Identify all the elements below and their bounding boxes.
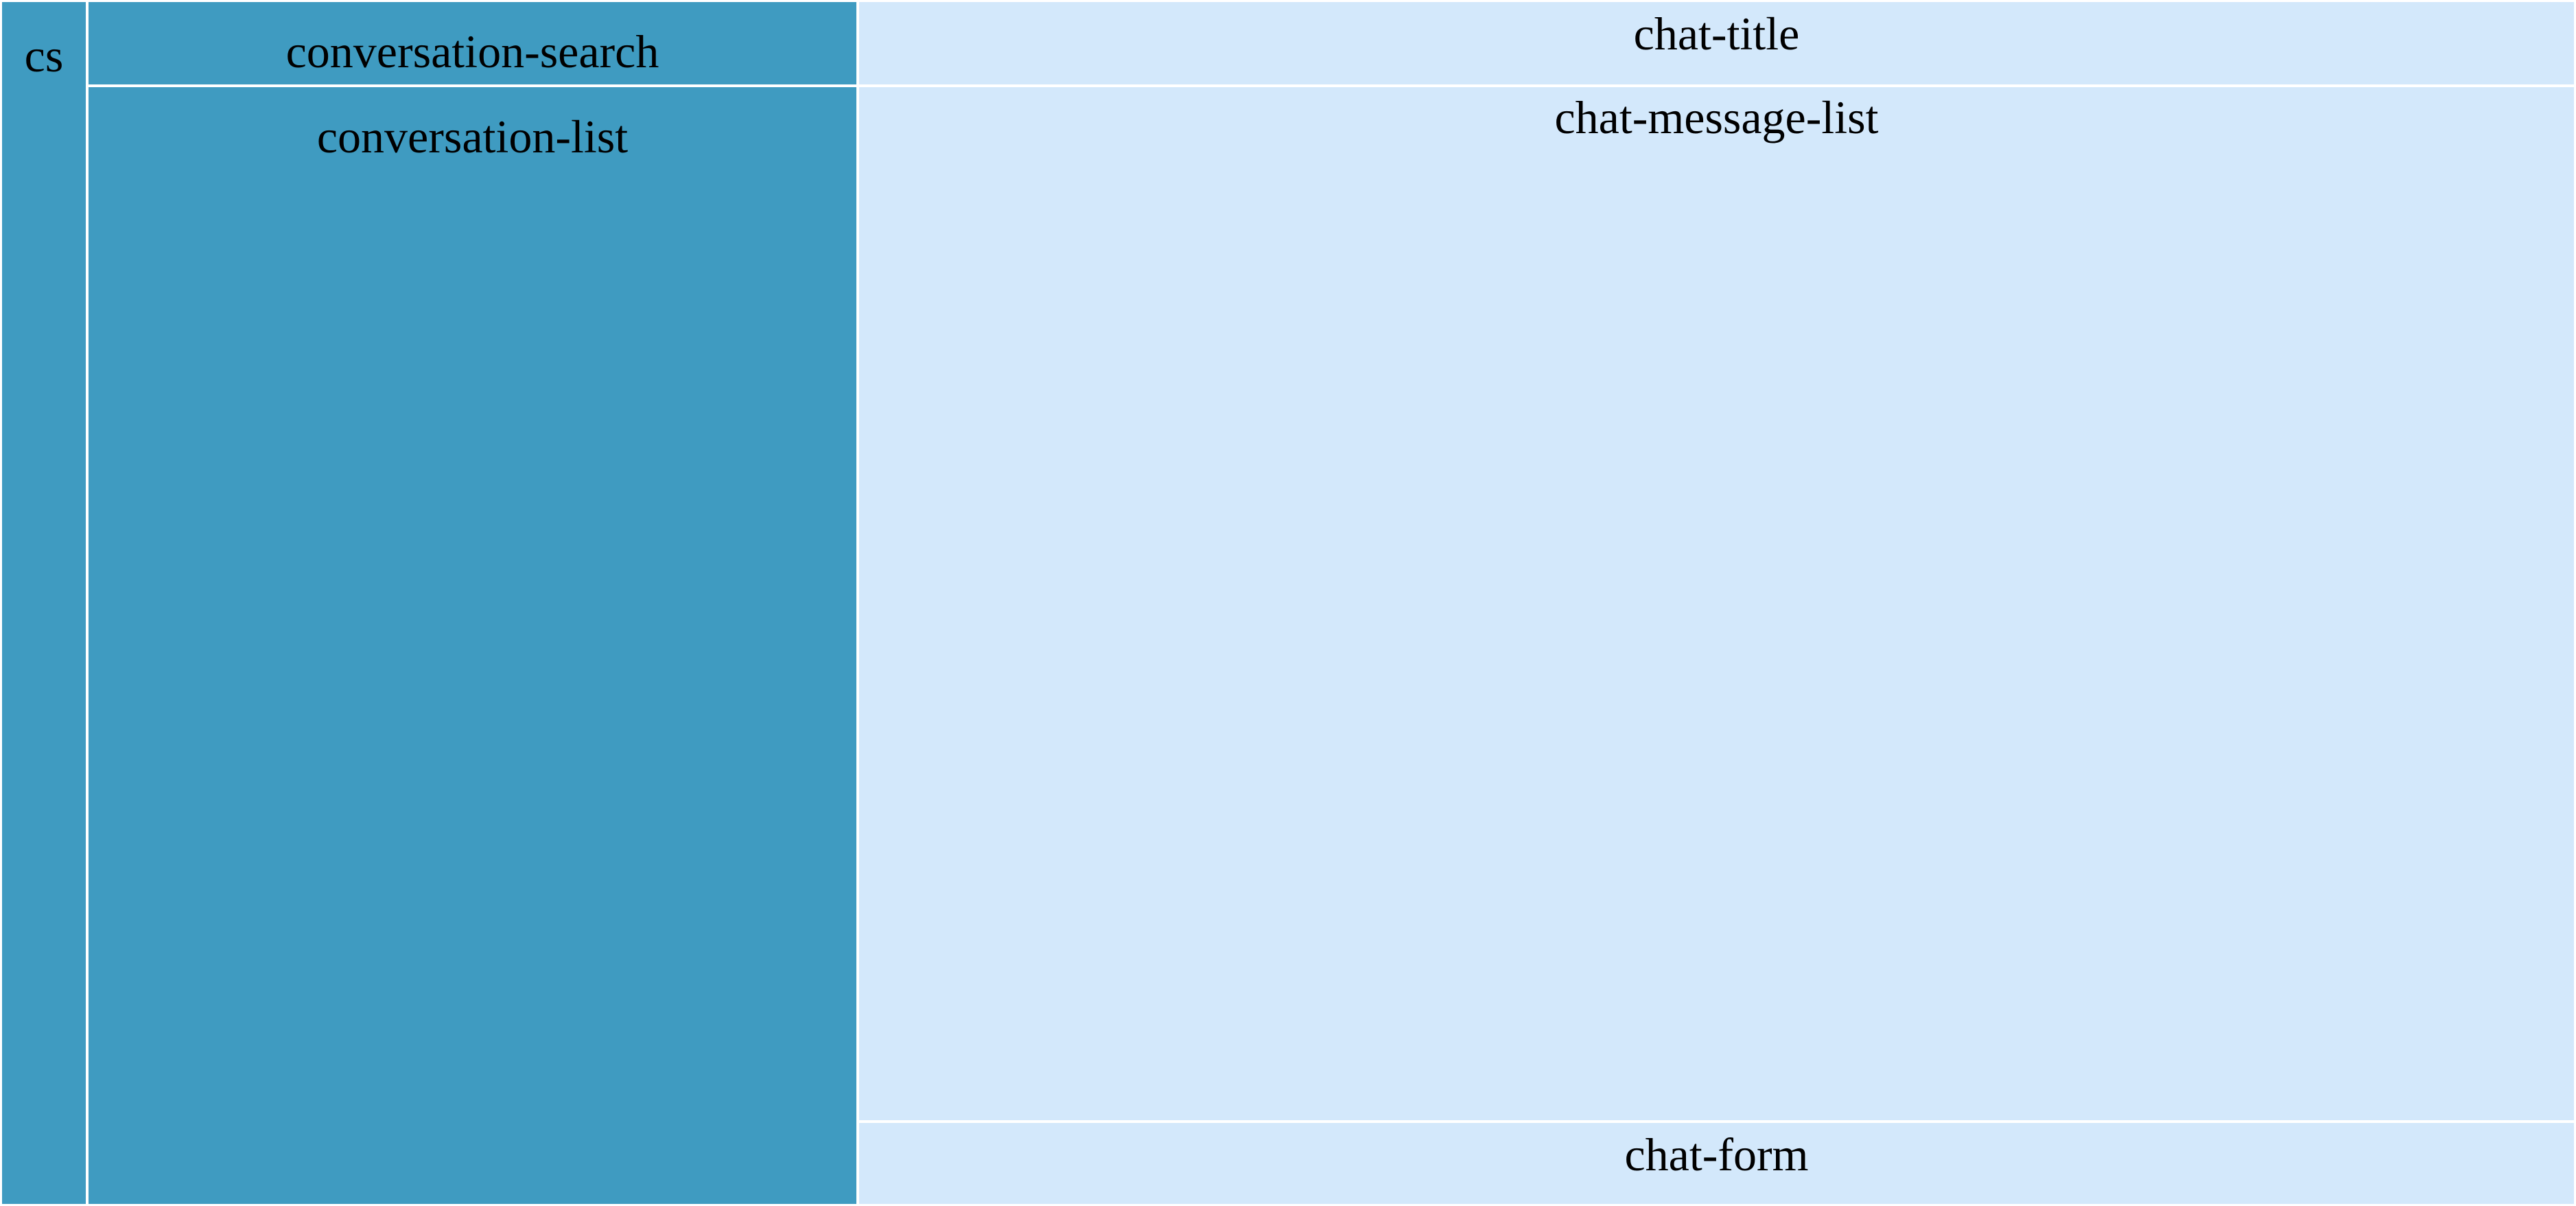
region-chat-title: chat-title [859,2,2574,84]
region-label: cs [24,30,64,82]
region-chat-form: chat-form [859,1123,2574,1204]
region-chat-message-list: chat-message-list [859,87,2574,1120]
region-cs: cs [2,2,86,1204]
region-label: conversation-list [316,111,629,163]
region-conversation-list: conversation-list [89,87,856,1204]
region-label: conversation-search [285,25,659,78]
region-label: chat-message-list [1554,91,1879,143]
region-label: chat-title [1633,8,1800,60]
region-label: chat-form [1624,1128,1809,1181]
region-conversation-search: conversation-search [89,2,856,84]
